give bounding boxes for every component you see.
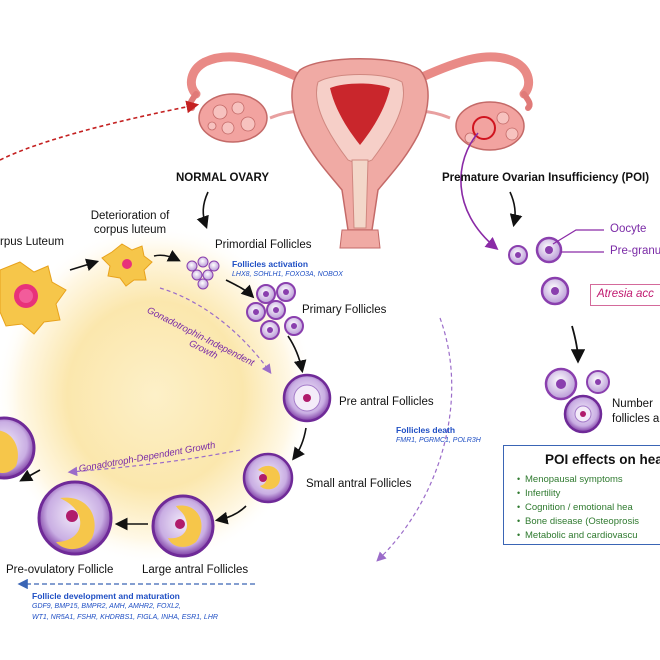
ovulating-follicle	[0, 416, 36, 480]
effect-item: Bone disease (Osteoprosis	[525, 516, 640, 527]
bullet-icon: •	[517, 530, 521, 540]
number-label-2: follicles a	[612, 413, 660, 425]
right-ovary	[455, 101, 525, 151]
cycle-arrow-8	[19, 469, 41, 482]
small-antral-follicle	[242, 452, 294, 504]
development-genes-1: GDF9, BMP15, BMPR2, AMH, AMHR2, FOXL2,	[32, 603, 181, 610]
preovulatory-follicle	[37, 480, 113, 556]
uterus-illustration	[186, 52, 534, 249]
cycle-glow	[0, 225, 315, 565]
cycle-arrow-3	[225, 279, 255, 299]
poi-title: Premature Ovarian Insufficiency (POI)	[442, 172, 650, 184]
bullet-icon: •	[517, 488, 521, 498]
large-antral-label: Large antral Follicles	[142, 564, 249, 576]
deterioration-label-2: corpus luteum	[93, 224, 167, 236]
cycle-arrow-1	[69, 258, 100, 271]
oocyte-label: Oocyte	[610, 223, 647, 235]
preovulatory-label: Pre-ovulatory Follicle	[6, 564, 114, 576]
left-ovary	[198, 93, 268, 143]
ovary-link-arrow	[0, 100, 200, 161]
deterioration-label-1: Deterioration of	[90, 210, 170, 222]
pregranulosa-label: Pre-granu	[610, 245, 660, 257]
death-title: Follicles death	[396, 425, 456, 435]
cycle-arrow-5	[292, 427, 307, 461]
independent-growth-arrow	[159, 287, 272, 374]
bullet-icon: •	[517, 516, 521, 526]
development-title: Follicle development and maturation	[32, 591, 180, 601]
effect-item: Infertility	[525, 488, 561, 499]
bullet-icon: •	[517, 502, 521, 512]
cycle-arrow-4	[287, 335, 307, 374]
poi-follicles-bottom	[544, 367, 610, 434]
poi-effects-title: POI effects on hea	[545, 452, 660, 467]
primordial-follicles	[186, 256, 220, 290]
oocyte-pointer	[552, 229, 604, 245]
activation-genes: LHX8, SOHLH1, FOXO3A, NOBOX	[232, 271, 343, 278]
primary-follicles	[246, 282, 304, 340]
corpus-luteum-label: rpus Luteum	[0, 236, 64, 248]
poi-arrow	[509, 191, 523, 228]
preantral-follicle	[282, 373, 332, 423]
effect-item: Metabolic and cardiovascu	[525, 530, 638, 541]
death-genes: FMR1, PGRMC1, POLR3H	[396, 437, 481, 444]
cycle-arrow-2	[153, 249, 181, 262]
effect-item: Menopausal symptoms	[525, 474, 623, 485]
dependent-growth-arrow	[67, 449, 241, 477]
preantral-label: Pre antral Follicles	[339, 396, 434, 408]
poi-effects-box	[503, 445, 660, 545]
poi-ovary-highlight	[472, 116, 496, 140]
effect-item: Cognition / emotional hea	[525, 502, 633, 513]
development-genes-2: WT1, NR5A1, FSHR, KHDRBS1, FIGLA, INHA, …	[32, 614, 218, 621]
number-label-1: Number	[612, 398, 653, 410]
atresia-box	[590, 284, 660, 306]
small-antral-label: Small antral Follicles	[306, 478, 412, 490]
primary-label: Primary Follicles	[302, 304, 387, 316]
large-antral-follicle	[151, 494, 215, 558]
poi-follicle-arrow	[460, 132, 499, 251]
cycle-arrow-6	[214, 505, 247, 525]
normal-ovary-title: NORMAL OVARY	[176, 172, 270, 184]
poi-follicles-top	[508, 236, 570, 306]
bullet-icon: •	[517, 474, 521, 484]
activation-title: Follicles activation	[232, 259, 309, 269]
normal-ovary-arrow	[196, 191, 209, 230]
poi-down-arrow	[570, 325, 586, 364]
atresia-label: Atresia acc	[597, 288, 654, 300]
primordial-label: Primordial Follicles	[215, 239, 312, 251]
